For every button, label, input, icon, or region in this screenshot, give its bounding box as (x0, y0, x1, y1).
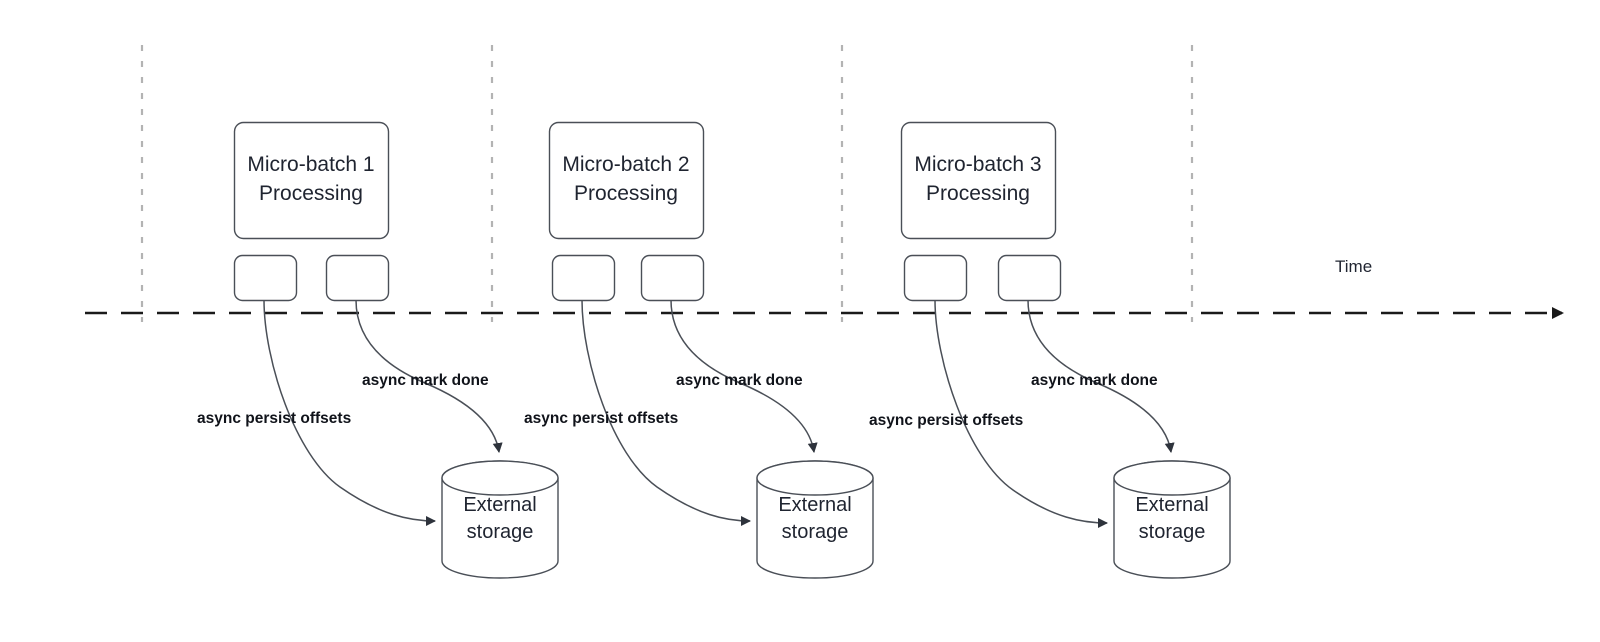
micro-batch-3-mark-done-task[interactable] (997, 254, 1062, 302)
micro-batch-3-offsets-task[interactable] (903, 254, 968, 302)
micro-batch-2-offsets-task[interactable] (551, 254, 616, 302)
micro-batch-1-storage-top (441, 460, 559, 496)
micro-batch-2-mark-done-task[interactable] (640, 254, 705, 302)
micro-batch-3-storage-top (1113, 460, 1231, 496)
micro-batch-3-edge-label-persist-offsets: async persist offsets (869, 412, 1024, 429)
micro-batch-2-edge-mark-done (670, 299, 818, 453)
micro-batch-1-box[interactable] (233, 121, 390, 240)
micro-batch-1-mark-done-task[interactable] (325, 254, 390, 302)
micro-batch-1-offsets-task[interactable] (233, 254, 298, 302)
process-boxes-group (233, 121, 1062, 302)
micro-batch-1-edge-label-mark-done: async mark done (362, 372, 489, 389)
storage-cylinders-group (441, 460, 1231, 579)
micro-batch-3-edge-persist-offsets (934, 299, 1108, 528)
micro-batch-2-box[interactable] (548, 121, 705, 240)
micro-batch-2-storage-top (756, 460, 874, 496)
micro-batch-2-edge-label-mark-done: async mark done (676, 372, 803, 389)
micro-batch-3-edge-label-mark-done: async mark done (1031, 372, 1158, 389)
micro-batch-1-edge-label-persist-offsets: async persist offsets (197, 410, 352, 427)
micro-batch-1-edge-mark-done (355, 299, 503, 453)
micro-batch-3-box[interactable] (900, 121, 1057, 240)
micro-batch-3-edge-mark-done (1027, 299, 1175, 453)
micro-batch-2-edge-persist-offsets (581, 299, 751, 526)
edge-curves-group (263, 299, 1175, 528)
timeline-axis-label: Time (1335, 257, 1373, 276)
micro-batch-2-edge-label-persist-offsets: async persist offsets (524, 410, 679, 427)
micro-batch-1-edge-persist-offsets (263, 299, 436, 526)
